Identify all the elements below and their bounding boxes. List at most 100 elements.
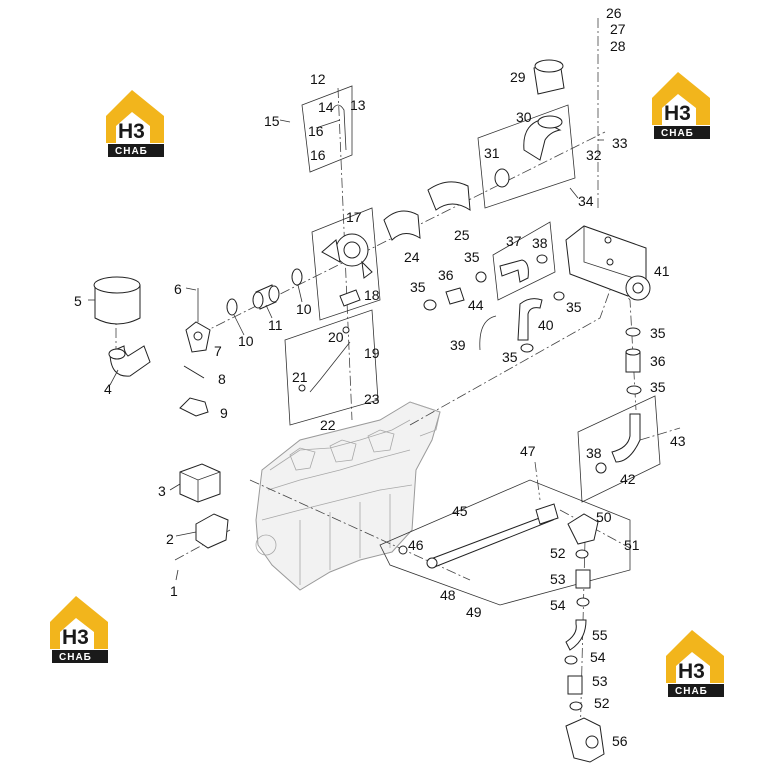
- callout-label: 23: [364, 391, 380, 407]
- o-ring: [564, 655, 578, 665]
- brand-logo: H3 СНАБ: [106, 90, 164, 157]
- o-ring: [595, 462, 607, 474]
- leader-lines: [88, 119, 604, 581]
- callout-label: 20: [328, 329, 344, 345]
- connector-tube: [625, 348, 641, 373]
- logo-caption: СНАБ: [661, 128, 694, 139]
- callout-label: 39: [450, 337, 466, 353]
- callout-label: 54: [590, 649, 606, 665]
- callout-label: 35: [566, 299, 582, 315]
- mounting-bracket: [195, 513, 229, 549]
- callout-label: 18: [364, 287, 380, 303]
- o-ring: [553, 291, 565, 301]
- brand-logo: H3 СНАБ: [50, 596, 108, 663]
- callout-label: 35: [502, 349, 518, 365]
- callout-label: 4: [104, 381, 112, 397]
- logo-caption: СНАБ: [115, 146, 148, 157]
- callout-label: 52: [594, 695, 610, 711]
- callout-label: 32: [586, 147, 602, 163]
- callout-label: 27: [610, 21, 626, 37]
- logo-mark: H3: [664, 102, 691, 125]
- callout-label: 56: [612, 733, 628, 749]
- fuel-rail: [426, 503, 559, 569]
- callout-label: 26: [606, 5, 622, 21]
- air-filter: [93, 276, 141, 325]
- callout-label: 19: [364, 345, 380, 361]
- callout-label: 35: [650, 379, 666, 395]
- exhaust-flange: [533, 59, 565, 95]
- callout-label: 53: [550, 571, 566, 587]
- callout-label: 44: [468, 297, 484, 313]
- callout-label: 48: [440, 587, 456, 603]
- turbocharger: [321, 233, 373, 279]
- pipe-elbow: [611, 413, 641, 463]
- o-ring: [536, 254, 548, 264]
- callout-label: 25: [454, 227, 470, 243]
- pipe-elbow: [499, 259, 529, 283]
- callout-label: 28: [610, 38, 626, 54]
- callout-label: 36: [650, 353, 666, 369]
- callout-label: 36: [438, 267, 454, 283]
- brand-logo: H3 СНАБ: [666, 630, 724, 697]
- o-ring: [575, 549, 589, 559]
- callout-label: 7: [214, 343, 222, 359]
- callout-label: 47: [520, 443, 536, 459]
- callout-label: 9: [220, 405, 228, 421]
- pin: [183, 365, 205, 379]
- callout-label: 35: [410, 279, 426, 295]
- callout-label: 38: [586, 445, 602, 461]
- connector-tube: [575, 569, 591, 589]
- callout-label: 46: [408, 537, 424, 553]
- callout-label: 34: [578, 193, 594, 209]
- bracket: [185, 321, 211, 353]
- seal-ring: [494, 168, 510, 188]
- water-pump-housing: [565, 717, 605, 763]
- callout-label: 54: [550, 597, 566, 613]
- callout-label: 11: [268, 317, 283, 333]
- callout-label: 29: [510, 69, 526, 85]
- callout-label: 53: [592, 673, 608, 689]
- hose-pipe: [479, 315, 497, 351]
- logo-caption: СНАБ: [59, 652, 92, 663]
- callout-label: 2: [166, 531, 174, 547]
- callout-label: 40: [538, 317, 554, 333]
- callout-label: 21: [292, 369, 308, 385]
- o-ring: [625, 327, 641, 337]
- callout-label: 35: [464, 249, 480, 265]
- callout-label: 51: [624, 537, 640, 553]
- callout-label: 42: [620, 471, 636, 487]
- exhaust-manifold: [565, 225, 651, 301]
- callout-label: 37: [506, 233, 522, 249]
- pipe-elbow: [517, 298, 543, 341]
- callout-label: 38: [532, 235, 548, 251]
- callout-label: 41: [654, 263, 670, 279]
- logo-mark: H3: [118, 120, 145, 143]
- callout-label: 16: [308, 123, 324, 139]
- callout-label: 15: [264, 113, 280, 129]
- callout-label: 55: [592, 627, 608, 643]
- callout-label: 45: [452, 503, 468, 519]
- callout-label: 1: [170, 583, 178, 599]
- callout-label: 8: [218, 371, 226, 387]
- callout-label: 43: [670, 433, 686, 449]
- callout-label: 14: [318, 99, 334, 115]
- hose-clamp: [291, 268, 303, 286]
- callout-label: 50: [596, 509, 612, 525]
- o-ring: [569, 701, 583, 711]
- callout-label: 12: [310, 71, 326, 87]
- callout-label: 13: [350, 97, 366, 113]
- clip: [179, 397, 209, 417]
- hose-clamp: [226, 298, 238, 316]
- connector-tube: [445, 287, 465, 305]
- heat-shield: [427, 181, 471, 211]
- hose-sleeve: [252, 284, 280, 310]
- callout-label: 35: [650, 325, 666, 341]
- washer: [398, 545, 408, 555]
- callout-label: 10: [238, 333, 254, 349]
- o-ring: [576, 597, 590, 607]
- callout-label: 33: [612, 135, 628, 151]
- callout-label: 31: [484, 145, 500, 161]
- connector-tube: [567, 675, 583, 695]
- pipe-elbow: [565, 619, 587, 651]
